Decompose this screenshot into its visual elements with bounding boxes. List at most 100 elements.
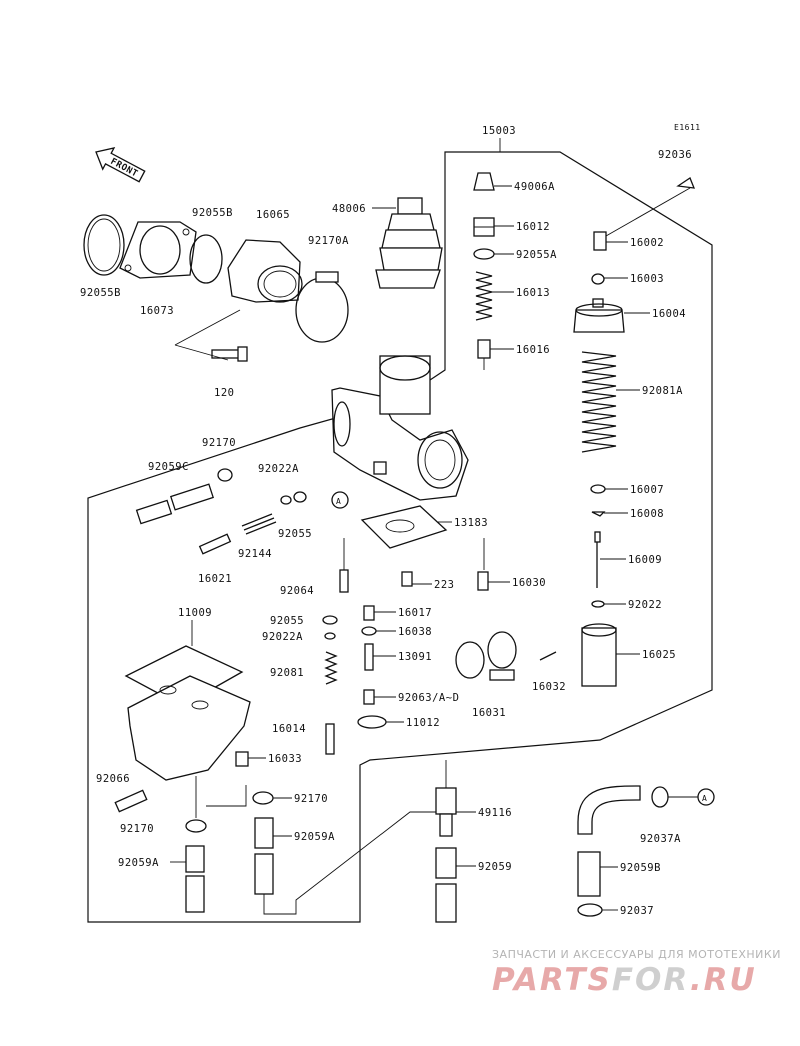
adjuster-16002-icon: [593, 231, 607, 251]
screw-16014-icon: [325, 723, 335, 755]
label-92081A: 92081A: [642, 385, 683, 397]
jet-92064-icon: [339, 569, 349, 593]
label-92170-a: 92170: [202, 437, 236, 449]
label-16013: 16013: [516, 287, 550, 299]
drain-92066-icon: [114, 789, 148, 813]
label-92022A-a: 92022A: [258, 463, 299, 475]
washer-92022-icon: [591, 600, 605, 608]
label-16007: 16007: [630, 484, 664, 496]
watermark-logo: PARTSFOR.RU: [492, 962, 757, 998]
label-48006: 48006: [332, 203, 366, 215]
insulator-16073-icon: [119, 221, 197, 279]
tube-92059A-b2-icon: [254, 853, 274, 895]
valve-11012-icon: [357, 715, 387, 729]
label-92055-a: 92055: [278, 528, 312, 540]
label-16033: 16033: [268, 753, 302, 765]
o-ring-92055B-icon: [83, 214, 125, 276]
spring-92081A-icon: [581, 351, 617, 453]
label-15003: 15003: [482, 125, 516, 137]
label-16003: 16003: [630, 273, 664, 285]
cap-nut-16012-icon: [473, 217, 495, 237]
label-16017: 16017: [398, 607, 432, 619]
o-ring-92055A-icon: [473, 248, 495, 260]
diagram-ref-code: E1611: [674, 123, 701, 132]
label-16065: 16065: [256, 209, 290, 221]
screw-16033-icon: [235, 751, 249, 767]
screw-16021-icon: [198, 533, 232, 555]
label-16009: 16009: [628, 554, 662, 566]
o-ring-92055-icon: [293, 491, 307, 503]
label-92064: 92064: [280, 585, 314, 597]
label-16004: 16004: [652, 308, 686, 320]
bolt-120-icon: [211, 346, 248, 362]
label-16030: 16030: [512, 577, 546, 589]
pipe-49116-icon: [435, 760, 457, 837]
label-16032: 16032: [532, 681, 566, 693]
label-16031: 16031: [472, 707, 506, 719]
clip-92037A-icon: [651, 786, 669, 808]
label-11009: 11009: [178, 607, 212, 619]
label-92037A: 92037A: [640, 833, 681, 845]
svg-text:A: A: [702, 794, 707, 803]
label-16016: 16016: [516, 344, 550, 356]
label-11012: 11012: [406, 717, 440, 729]
clip-92170-icon: [217, 468, 233, 482]
boot-48006-icon: [375, 197, 443, 289]
part-labels: 15003 92036 49006A 16012 16002 92055A 16…: [80, 125, 692, 917]
label-92170-c: 92170: [120, 823, 154, 835]
label-92066: 92066: [96, 773, 130, 785]
label-16008: 16008: [630, 508, 664, 520]
float-16031-icon: [455, 631, 517, 681]
pin-16032-icon: [539, 651, 557, 661]
clamp-92170A-icon: [295, 271, 349, 343]
needle-16009-icon: [594, 531, 601, 588]
label-49006A: 49006A: [514, 181, 555, 193]
top-cap-16004-icon: [573, 298, 625, 333]
label-92022: 92022: [628, 599, 662, 611]
label-92059A-b: 92059A: [118, 857, 159, 869]
label-92059B: 92059B: [620, 862, 661, 874]
clip-92037-icon: [577, 903, 603, 917]
label-92055-b: 92055: [270, 615, 304, 627]
label-13183: 13183: [454, 517, 488, 529]
screw-223-icon: [401, 571, 413, 587]
clip-92170-b-icon: [252, 791, 274, 805]
label-16073: 16073: [140, 305, 174, 317]
label-16012: 16012: [516, 221, 550, 233]
label-92022A-b: 92022A: [262, 631, 303, 643]
tube-92059B-icon: [577, 851, 601, 897]
watermark-logo-part1: PARTS: [492, 962, 612, 998]
label-13091: 13091: [398, 651, 432, 663]
spring-92144-icon: [241, 513, 277, 535]
jet-16030-icon: [477, 571, 489, 591]
label-92059: 92059: [478, 861, 512, 873]
label-92059C: 92059C: [148, 461, 189, 473]
o-ring-92055B-b-icon: [189, 234, 223, 284]
watermark-logo-part3: .RU: [689, 962, 757, 998]
tube-92059-a-icon: [435, 847, 457, 879]
washer-92022A-icon: [280, 495, 292, 505]
callout-a-circle-2: A: [697, 788, 715, 806]
jet-92063-icon: [363, 689, 375, 705]
label-49116: 49116: [478, 807, 512, 819]
label-92055B-top: 92055B: [192, 207, 233, 219]
label-92055B-left: 92055B: [80, 287, 121, 299]
label-16002: 16002: [630, 237, 664, 249]
tube-92059A-a1-icon: [185, 845, 205, 873]
svg-text:A: A: [336, 497, 341, 506]
label-92081: 92081: [270, 667, 304, 679]
throttle-valve-16025-icon: [581, 623, 617, 687]
spring-16013-icon: [475, 271, 493, 321]
tube-92059A-a2-icon: [185, 875, 205, 913]
tube-92059C-icon: [135, 483, 215, 525]
label-16025: 16025: [642, 649, 676, 661]
front-arrow-icon: [95, 147, 146, 183]
o-ring-16038-icon: [361, 626, 377, 636]
o-ring-92055-b-icon: [322, 615, 338, 625]
label-92170-b: 92170: [294, 793, 328, 805]
clip-92036-icon: [676, 177, 696, 189]
holder-16016-icon: [477, 339, 491, 370]
label-120: 120: [214, 387, 234, 399]
label-16021: 16021: [198, 573, 232, 585]
